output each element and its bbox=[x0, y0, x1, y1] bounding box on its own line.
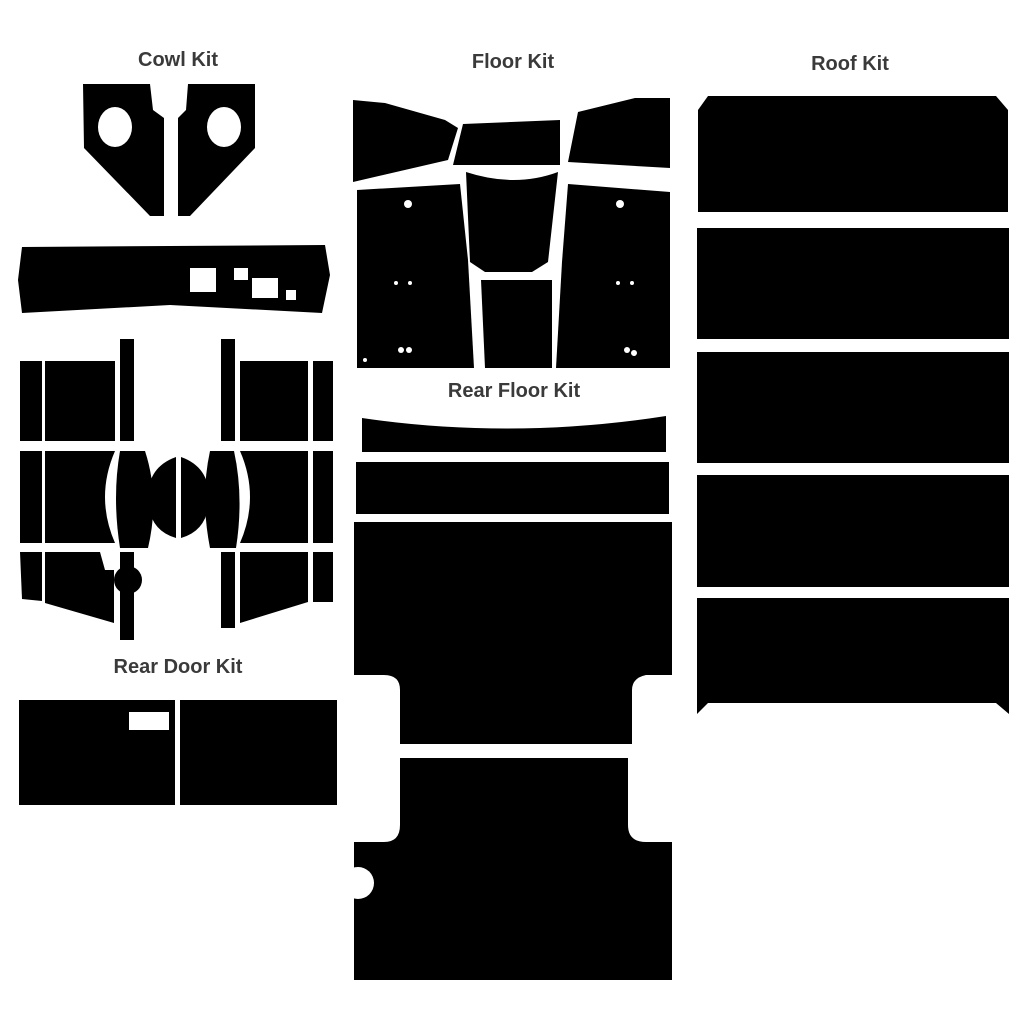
rear-door-kit-label: Rear Door Kit bbox=[114, 656, 243, 678]
door-piece bbox=[205, 451, 240, 548]
cowl-panel-right-hole bbox=[207, 107, 241, 147]
rear-floor-kit-label: Rear Floor Kit bbox=[448, 380, 581, 402]
door-piece bbox=[45, 552, 114, 623]
dash-cutout-3 bbox=[252, 278, 278, 298]
door-piece bbox=[20, 552, 42, 601]
floor-piece bbox=[568, 98, 670, 168]
roof-panel-4 bbox=[697, 475, 1009, 587]
floor-piece bbox=[466, 172, 558, 272]
floor-kit bbox=[353, 98, 670, 368]
door-piece bbox=[181, 457, 209, 538]
floor-hole bbox=[630, 281, 634, 285]
floor-hole bbox=[398, 347, 404, 353]
rear-floor-notch bbox=[342, 867, 374, 899]
door-piece bbox=[45, 361, 115, 441]
floor-hole bbox=[408, 281, 412, 285]
door-piece bbox=[221, 552, 235, 628]
dash-cutout-2 bbox=[234, 268, 248, 280]
floor-piece bbox=[453, 120, 560, 165]
dash-panel bbox=[18, 245, 330, 313]
floor-piece bbox=[353, 100, 458, 182]
door-piece bbox=[20, 361, 42, 441]
cowl-panel-left bbox=[83, 84, 164, 216]
roof-panel-2 bbox=[697, 228, 1009, 339]
rear-door-panel-right bbox=[180, 700, 337, 805]
dash-cutout-4 bbox=[286, 290, 296, 300]
rear-door-cutout bbox=[129, 712, 169, 730]
floor-kit-label: Floor Kit bbox=[472, 51, 555, 73]
door-piece bbox=[240, 451, 308, 543]
dash-cutout-1 bbox=[190, 268, 216, 292]
cowl-kit-label: Cowl Kit bbox=[138, 49, 218, 71]
roof-kit-label: Roof Kit bbox=[811, 53, 889, 75]
roof-panel-1 bbox=[698, 96, 1008, 212]
floor-piece bbox=[556, 184, 670, 368]
cowl-panel-left-hole bbox=[98, 107, 132, 147]
door-piece bbox=[240, 361, 308, 441]
door-piece bbox=[240, 552, 308, 623]
door-piece bbox=[313, 451, 333, 543]
roof-panel-5 bbox=[697, 598, 1009, 714]
floor-hole bbox=[404, 200, 412, 208]
door-piece bbox=[148, 457, 176, 538]
floor-hole bbox=[616, 200, 624, 208]
door-piece bbox=[20, 451, 42, 543]
cowl-panel-right bbox=[178, 84, 255, 216]
rear-floor-kit bbox=[342, 416, 672, 980]
door-piece bbox=[116, 451, 154, 548]
rear-floor-panel bbox=[354, 522, 672, 744]
floor-piece bbox=[481, 280, 552, 368]
door-piece bbox=[120, 552, 134, 640]
door-piece bbox=[114, 566, 142, 594]
floor-hole bbox=[406, 347, 412, 353]
door-kit bbox=[20, 339, 333, 640]
rear-floor-strip-top bbox=[362, 416, 666, 452]
floor-hole bbox=[624, 347, 630, 353]
door-piece bbox=[45, 451, 115, 543]
floor-piece bbox=[357, 184, 474, 368]
roof-panel-3 bbox=[697, 352, 1009, 463]
rear-floor-strip bbox=[356, 462, 669, 514]
rear-door-kit bbox=[19, 700, 337, 805]
door-piece bbox=[120, 339, 134, 441]
door-piece bbox=[313, 361, 333, 441]
floor-hole bbox=[616, 281, 620, 285]
door-piece bbox=[313, 552, 333, 602]
cowl-kit bbox=[18, 84, 330, 313]
door-piece bbox=[221, 339, 235, 441]
floor-hole bbox=[363, 358, 367, 362]
rear-floor-panel-lower bbox=[354, 758, 672, 980]
roof-kit bbox=[697, 96, 1009, 714]
floor-hole bbox=[394, 281, 398, 285]
floor-hole bbox=[631, 350, 637, 356]
